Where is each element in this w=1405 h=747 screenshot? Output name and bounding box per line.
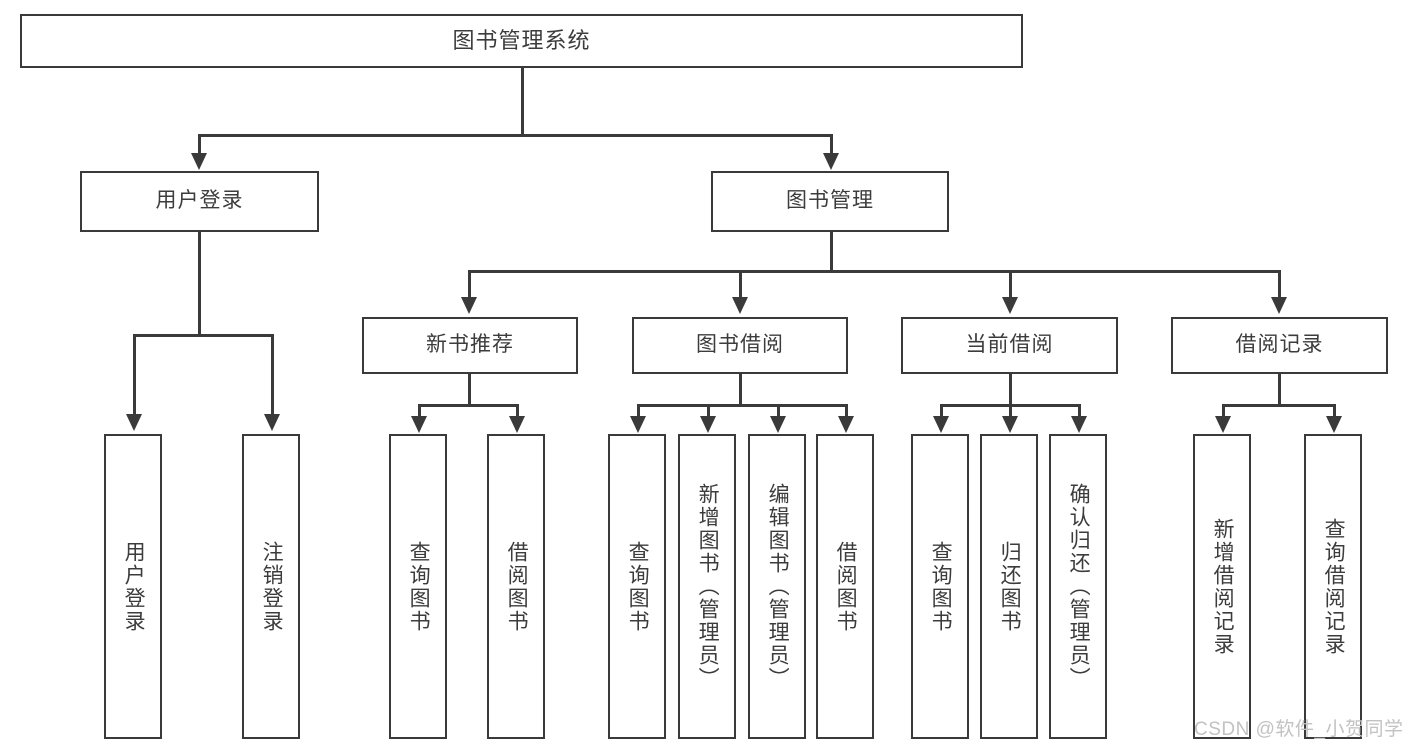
node-book-borrow[interactable]: 图书借阅	[632, 317, 848, 374]
arrow-to-book-management	[823, 153, 839, 170]
node-label: 借阅图书	[834, 540, 858, 633]
arrow-leaf-logout	[264, 414, 280, 431]
arrow-leaf-query-book-2	[630, 416, 646, 433]
connector-bb-drop-4	[845, 404, 848, 418]
node-label: 借阅记录	[1235, 333, 1324, 357]
arrow-leaf-edit-book	[770, 416, 786, 433]
connector-br-drop-1	[1222, 404, 1225, 418]
connector-cb-drop-3	[1078, 404, 1081, 418]
node-label: 编辑图书（管理员）	[766, 483, 790, 690]
node-leaf-query-book-2[interactable]: 查询图书	[608, 434, 666, 739]
arrow-leaf-confirm-return	[1071, 416, 1087, 433]
node-label: 新书推荐	[426, 333, 514, 357]
connector-to-borrow-record	[1278, 270, 1281, 300]
node-root-system[interactable]: 图书管理系统	[20, 14, 1023, 68]
node-label: 用户登录	[122, 540, 146, 633]
arrow-leaf-borrow-book-1	[509, 416, 525, 433]
connector-bb-drop-2	[707, 404, 710, 418]
connector-user-login-drop-2	[271, 334, 274, 416]
node-label: 图书借阅	[696, 333, 784, 357]
connector-to-book-borrow	[739, 270, 742, 300]
node-leaf-query-book-1[interactable]: 查询图书	[389, 434, 447, 739]
arrow-leaf-query-book-1	[411, 416, 427, 433]
connector-bb-drop-1	[637, 404, 640, 418]
connector-new-book-recommend-stem	[468, 374, 471, 406]
connector-current-borrow-stem	[1009, 374, 1012, 406]
connector-nbr-drop-2	[516, 404, 519, 418]
node-leaf-query-record[interactable]: 查询借阅记录	[1304, 434, 1362, 739]
connector-book-management-bar	[468, 270, 1280, 273]
node-label: 归还图书	[998, 540, 1022, 633]
arrow-leaf-query-record	[1326, 416, 1342, 433]
connector-br-drop-2	[1333, 404, 1336, 418]
arrow-to-new-book-recommend	[461, 297, 477, 314]
arrow-to-user-login	[191, 153, 207, 170]
connector-cb-drop-1	[940, 404, 943, 418]
connector-book-borrow-bar	[637, 404, 847, 407]
node-current-borrow[interactable]: 当前借阅	[901, 317, 1118, 374]
arrow-leaf-query-book-3	[933, 416, 949, 433]
arrow-to-book-borrow	[732, 297, 748, 314]
node-leaf-add-book[interactable]: 新增图书（管理员）	[678, 434, 736, 739]
connector-user-login-stem	[198, 232, 201, 336]
connector-user-login-bar	[133, 334, 273, 337]
connector-new-book-recommend-bar	[418, 404, 518, 407]
node-leaf-borrow-book-1[interactable]: 借阅图书	[487, 434, 545, 739]
watermark-text: CSDN @软件_小贺同学	[1194, 719, 1404, 740]
connector-user-login-drop-1	[133, 334, 136, 416]
node-label: 借阅图书	[505, 540, 529, 633]
arrow-leaf-add-book	[700, 416, 716, 433]
arrow-leaf-add-record	[1215, 416, 1231, 433]
node-label: 查询借阅记录	[1322, 517, 1346, 656]
node-leaf-user-login[interactable]: 用户登录	[104, 434, 162, 739]
node-leaf-confirm-return[interactable]: 确认归还（管理员）	[1049, 434, 1107, 739]
connector-to-current-borrow	[1009, 270, 1012, 300]
arrow-leaf-borrow-book-2	[838, 416, 854, 433]
connector-borrow-record-bar	[1222, 404, 1335, 407]
node-new-book-recommend[interactable]: 新书推荐	[362, 317, 578, 374]
arrow-leaf-user-login	[126, 414, 142, 431]
node-book-management[interactable]: 图书管理	[711, 171, 949, 232]
connector-bb-drop-3	[777, 404, 780, 418]
node-label: 注销登录	[260, 540, 284, 633]
node-user-login[interactable]: 用户登录	[80, 171, 319, 232]
node-label: 新增借阅记录	[1211, 517, 1235, 656]
connector-to-book-management	[830, 134, 833, 158]
connector-to-new-book-recommend	[468, 270, 471, 300]
node-label: 图书管理	[786, 189, 874, 213]
arrow-to-borrow-record	[1271, 297, 1287, 314]
arrow-leaf-return-book	[1002, 416, 1018, 433]
connector-book-management-stem	[830, 232, 833, 273]
node-label: 查询图书	[929, 540, 953, 633]
node-leaf-edit-book[interactable]: 编辑图书（管理员）	[748, 434, 806, 739]
connector-book-borrow-stem	[739, 374, 742, 406]
node-label: 确认归还（管理员）	[1067, 483, 1091, 690]
node-leaf-add-record[interactable]: 新增借阅记录	[1193, 434, 1251, 739]
connector-borrow-record-stem	[1278, 374, 1281, 406]
node-leaf-logout[interactable]: 注销登录	[242, 434, 300, 739]
node-borrow-record[interactable]: 借阅记录	[1171, 317, 1388, 374]
connector-to-user-login	[198, 134, 201, 158]
node-label: 用户登录	[155, 189, 244, 213]
node-label: 查询图书	[626, 540, 650, 633]
connector-cb-drop-2	[1009, 404, 1012, 418]
node-label: 图书管理系统	[452, 28, 591, 54]
node-label: 新增图书（管理员）	[696, 483, 720, 690]
connector-root-bar	[198, 134, 832, 137]
connector-nbr-drop-1	[418, 404, 421, 418]
node-leaf-query-book-3[interactable]: 查询图书	[911, 434, 969, 739]
node-label: 当前借阅	[965, 333, 1054, 357]
arrow-to-current-borrow	[1002, 297, 1018, 314]
node-leaf-return-book[interactable]: 归还图书	[980, 434, 1038, 739]
node-label: 查询图书	[407, 540, 431, 633]
connector-root-stem	[521, 68, 524, 136]
node-leaf-borrow-book-2[interactable]: 借阅图书	[816, 434, 874, 739]
